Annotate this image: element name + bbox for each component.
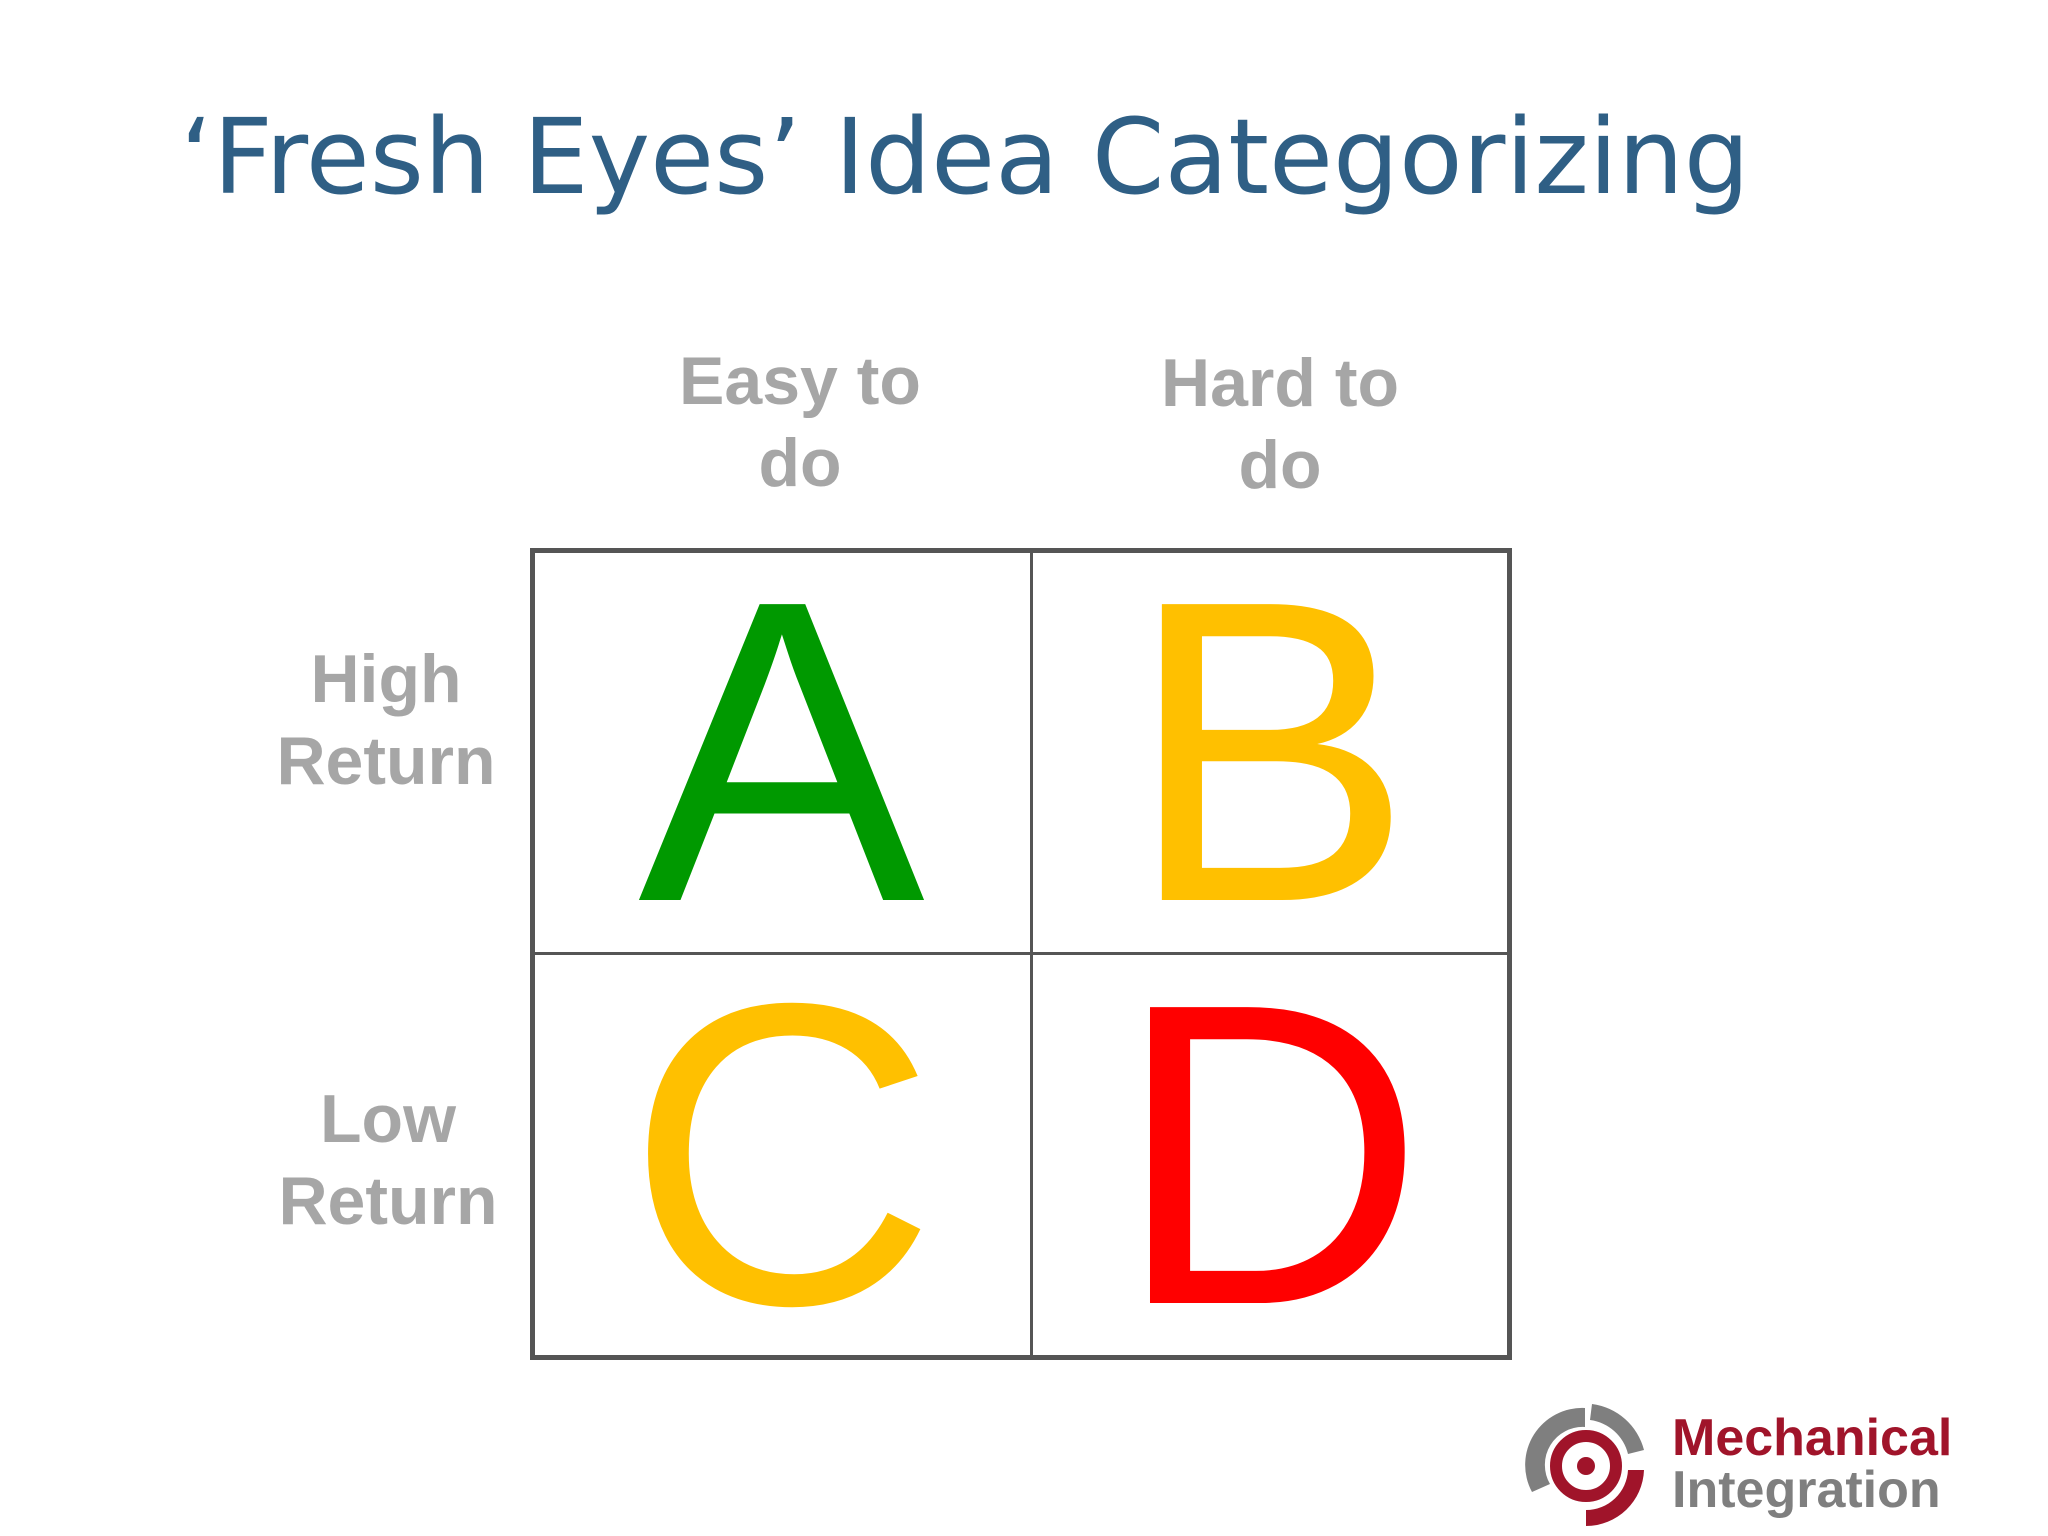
quadrant-b-letter: B [1126, 511, 1414, 992]
slide-title: ‘Fresh Eyes’ Idea Categorizing [180, 96, 1750, 218]
logo-center-dot [1577, 1457, 1595, 1475]
column-header-hard-line1: Hard to [1161, 345, 1399, 421]
column-header-easy-line1: Easy to [679, 343, 921, 419]
quadrant-d-letter: D [1114, 915, 1426, 1395]
column-header-easy: Easy to do [590, 340, 1010, 504]
target-logo-icon [1525, 1404, 1644, 1526]
logo-grey-arc-outer [1590, 1404, 1644, 1454]
logo-red-arc [1586, 1470, 1644, 1526]
row-header-high: High Return [226, 638, 546, 802]
quadrant-a-letter: A [638, 511, 925, 992]
quadrant-d: D [1033, 940, 1507, 1370]
row-header-low-line1: Low [320, 1081, 456, 1157]
logo-red-ring [1550, 1430, 1622, 1502]
column-header-hard: Hard to do [1070, 342, 1490, 506]
column-header-easy-line2: do [758, 425, 842, 501]
row-header-high-line2: Return [276, 723, 496, 799]
quadrant-a: A [533, 537, 1030, 967]
logo-text-mechanical: Mechanical [1672, 1409, 1953, 1467]
quadrant-b: B [1033, 537, 1507, 967]
company-logo: Mechanical Integration [1520, 1400, 2020, 1530]
row-header-low-line2: Return [278, 1163, 498, 1239]
logo-text-integration: Integration [1672, 1461, 1941, 1519]
grid-horizontal-divider [530, 952, 1512, 955]
quadrant-c-letter: C [626, 915, 937, 1395]
column-header-hard-line2: do [1238, 427, 1322, 503]
logo-grey-arc [1525, 1407, 1585, 1492]
row-header-high-line1: High [310, 641, 462, 717]
row-header-low: Low Return [228, 1078, 548, 1242]
quadrant-c: C [533, 940, 1030, 1370]
